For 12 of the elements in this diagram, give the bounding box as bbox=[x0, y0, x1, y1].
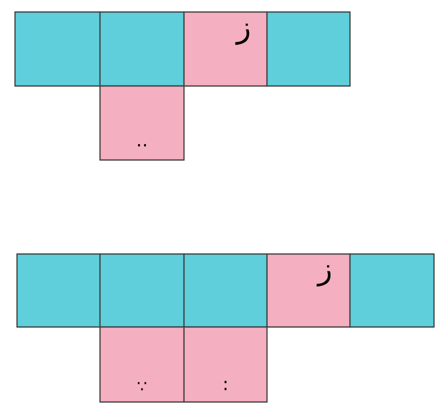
blank-square bbox=[99, 11, 185, 87]
letter-card: ∵ bbox=[99, 326, 185, 403]
blank-square bbox=[183, 253, 268, 328]
blank-square bbox=[16, 253, 101, 328]
letter-card: ز bbox=[266, 253, 351, 328]
blank-square bbox=[99, 253, 185, 328]
blank-square bbox=[14, 11, 101, 87]
letter-card: : bbox=[183, 326, 268, 403]
letter-card: ‥ bbox=[99, 85, 185, 161]
blank-square bbox=[349, 253, 435, 328]
letter-card: ز bbox=[183, 11, 268, 87]
blank-square bbox=[266, 11, 351, 87]
